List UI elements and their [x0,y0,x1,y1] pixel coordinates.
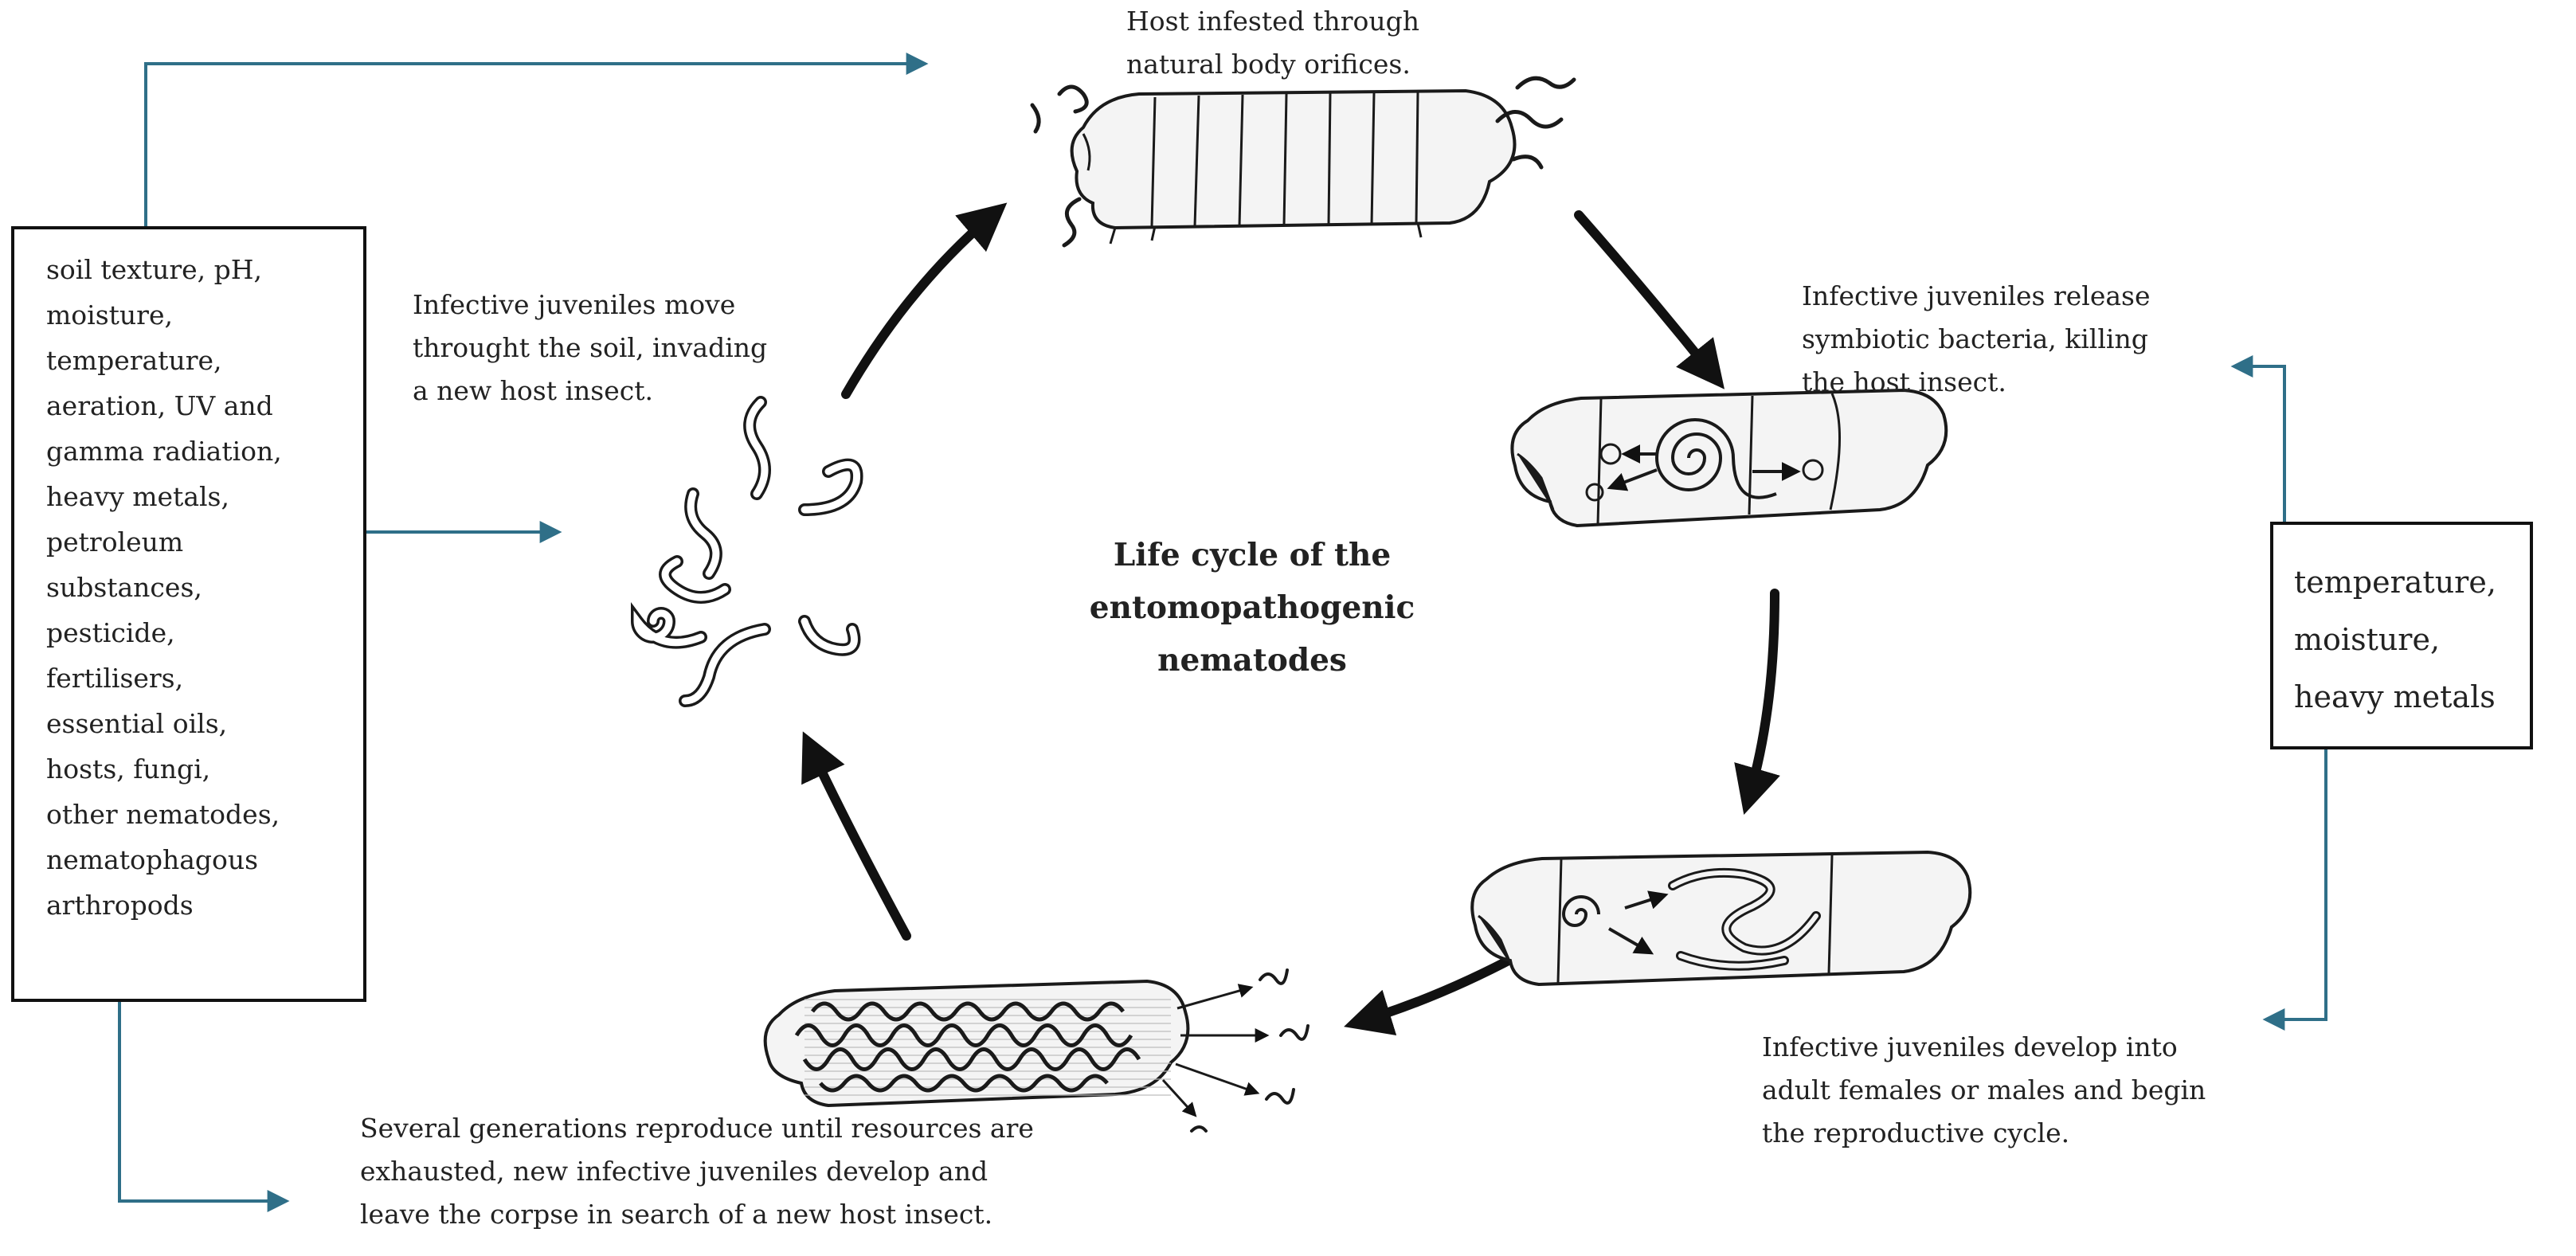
stage-infestation-text: Host infested through natural body orifi… [1126,6,1420,80]
diagram-title: Life cycle of the entomopathogenic nemat… [1089,537,1415,679]
stage-development-text: Infective juveniles develop into adult f… [1762,1031,2206,1148]
soil-juveniles-illustration [630,396,863,707]
right-factors-box: temperature, moisture, heavy metals [2270,522,2533,749]
bacteria-release-larva-illustration [1510,388,1948,528]
stage-bacteria-release-text: Infective juveniles release symbiotic ba… [1802,280,2151,397]
nematode-mass [794,1001,1141,1093]
connector-to-reproduction [118,1002,290,1212]
bacteria-blobs [1585,443,1824,502]
cycle-arrow-bacteria-to-development [1734,589,1780,816]
cycle-arrows [801,202,1780,1036]
larva-body-right-top [1510,388,1948,528]
cycle-arrow-infestation-to-bacteria [1574,210,1725,389]
stage-reproduction-text: Several generations reproduce until reso… [360,1113,1034,1230]
stage-soil-movement-text: Infective juveniles move throught the so… [413,289,768,406]
connector-to-bacteria-release [2230,355,2286,522]
left-connectors [118,53,929,1212]
larva-body-top [1070,88,1517,230]
spiral-nematode [1654,418,1777,499]
connector-to-host-infestation [144,53,929,226]
cycle-arrow-soil-to-infestation [841,202,1008,399]
cycle-arrow-reproduction-to-soil [801,731,911,941]
development-larva-illustration [1470,850,1972,987]
connector-to-development [2262,749,2327,1031]
right-connectors [2230,355,2327,1031]
left-factors-box: soil texture, pH, moisture, temperature,… [11,226,366,1002]
infested-larva-illustration [1030,76,1576,248]
corpse-larva-illustration [763,968,1310,1133]
